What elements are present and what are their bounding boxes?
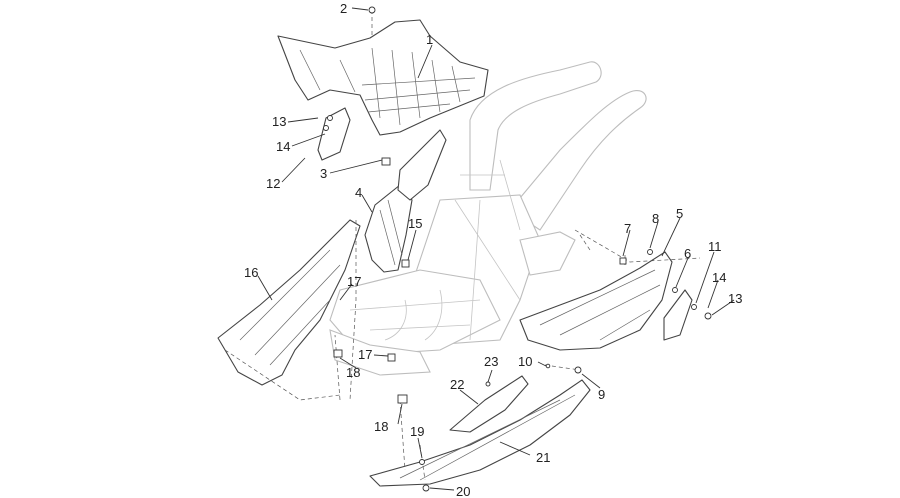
assembly-guides (224, 10, 701, 481)
callout-4: 4 (355, 185, 362, 200)
callout-21: 21 (536, 450, 550, 465)
scooter-frame (329, 61, 647, 376)
fasteners (323, 6, 712, 492)
callout-17: 17 (347, 274, 361, 289)
part-5-right-side-cover (519, 251, 673, 351)
callout-14b: 14 (712, 270, 726, 285)
callout-18b: 18 (374, 419, 388, 434)
callout-20: 20 (456, 484, 470, 498)
callout-9: 9 (598, 387, 605, 402)
part-12-small-cover (317, 107, 351, 161)
part-22-lower-trim (449, 375, 529, 433)
part-21-bottom-panel (369, 379, 591, 487)
callout-14: 14 (276, 139, 290, 154)
callout-10: 10 (518, 354, 532, 369)
part-4-inner-panel (364, 184, 413, 273)
callout-13: 13 (272, 114, 286, 129)
part-11-right-small-cover (663, 289, 693, 341)
callout-12: 12 (266, 176, 280, 191)
callout-1: 1 (426, 32, 433, 47)
leader-lines (257, 7, 735, 491)
callout-6: 6 (684, 246, 691, 261)
callout-22: 22 (450, 377, 464, 392)
callout-23: 23 (484, 354, 498, 369)
callout-7: 7 (624, 221, 631, 236)
part-1-footrest-mat (277, 19, 489, 136)
callout-5: 5 (676, 206, 683, 221)
callout-13b: 13 (728, 291, 742, 306)
callout-3: 3 (320, 166, 327, 181)
callout-2: 2 (340, 1, 347, 16)
callout-labels: 2 1 13 14 12 3 4 15 16 17 17 18 7 8 5 6 … (244, 1, 742, 498)
part-center-trim (397, 129, 447, 201)
callout-8: 8 (652, 211, 659, 226)
part-16-left-side-cover (217, 219, 361, 386)
callout-19: 19 (410, 424, 424, 439)
callout-11: 11 (708, 239, 722, 254)
callout-15: 15 (408, 216, 422, 231)
callout-16: 16 (244, 265, 258, 280)
callout-18: 18 (346, 365, 360, 380)
callout-17b: 17 (358, 347, 372, 362)
